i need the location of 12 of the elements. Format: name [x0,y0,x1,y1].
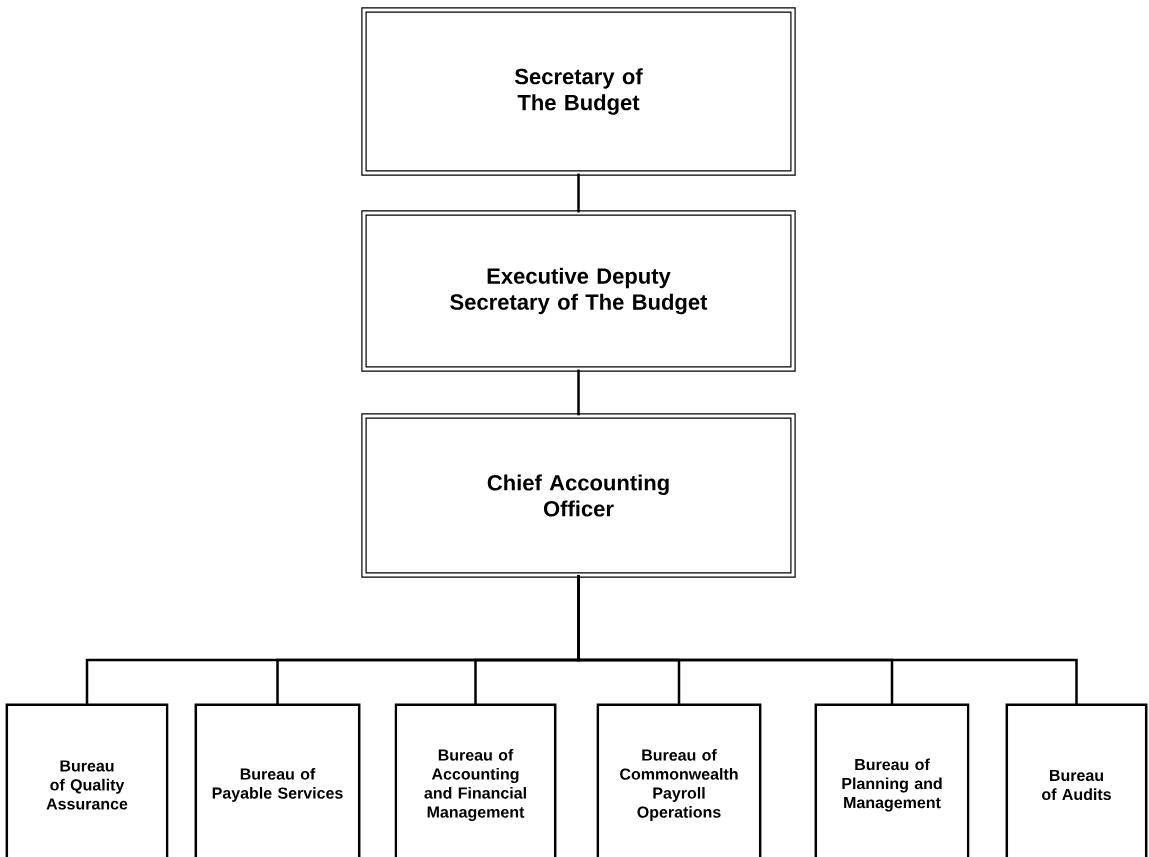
department-box: Bureau of Accounting and Financial Management [394,703,557,857]
title-box: Executive Deputy Secretary of The Budget [361,210,796,372]
title-box: Secretary of The Budget [361,7,796,176]
connector-line [577,173,580,213]
connector-line [577,575,1078,705]
department-box: Bureau of Commonwealth Payroll Operations [596,703,762,857]
department-box: Bureau of Quality Assurance [5,703,169,857]
title-box: Chief Accounting Officer [361,413,796,578]
connector-line [577,369,580,416]
department-box: Bureau of Payable Services [194,703,361,857]
department-box: Bureau of Planning and Management [814,703,970,857]
department-box: Bureau of Audits [1005,703,1148,857]
